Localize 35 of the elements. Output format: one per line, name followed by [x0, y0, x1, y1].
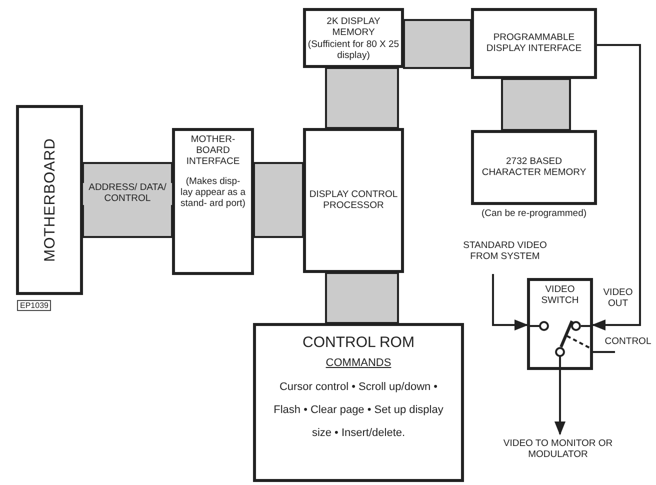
bus-band	[325, 272, 399, 324]
box-title: 2732 BASED CHARACTER MEMORY	[480, 156, 588, 178]
switch-box	[527, 278, 593, 370]
figure-code: EP1039	[17, 300, 52, 311]
text-label: CONTROL	[604, 336, 652, 348]
block-box	[253, 323, 464, 482]
box-title: PROGRAMMABLE DISPLAY INTERFACE	[485, 32, 583, 54]
text-label: STANDARD VIDEO FROM SYSTEM	[462, 241, 548, 263]
box-title: CONTROL ROM	[302, 334, 414, 352]
text-label: VIDEO TO MONITOR OR MODULATOR	[502, 439, 614, 461]
box-title: 2K DISPLAY MEMORY	[326, 17, 382, 39]
block-box	[172, 128, 254, 275]
arrow	[592, 44, 641, 331]
text-label: VIDEO OUT	[602, 287, 634, 309]
command-list: Cursor control • Scroll up/down • Flash • Clear page • Set up display size • Insert/delete.	[270, 376, 446, 445]
arrow	[492, 274, 528, 331]
block-box	[16, 105, 83, 295]
bus-band	[253, 162, 304, 238]
box-note: (Sufficient for 80 X 25 display)	[308, 40, 400, 62]
block-box	[303, 128, 404, 273]
box-title: VIDEO SWITCH	[540, 285, 580, 307]
box-title: DISPLAY CONTROL PROCESSOR	[308, 190, 399, 212]
section-heading: COMMANDS	[326, 357, 392, 370]
bus-band	[325, 67, 399, 129]
box-note: (Makes disp- lay appear as a stand- ard port)	[180, 176, 246, 210]
bus-band	[501, 78, 571, 131]
edge-label: ADDRESS/ DATA/ CONTROL	[83, 183, 172, 205]
node-label: (Can be re-programmed)	[481, 209, 587, 220]
block-box	[471, 8, 597, 79]
connector-line	[593, 351, 615, 353]
box-title: MOTHER- BOARD INTERFACE	[185, 135, 241, 168]
block-box	[303, 8, 404, 68]
bus-band	[403, 19, 472, 69]
box-title: MOTHERBOARD	[40, 138, 58, 262]
arrow	[554, 370, 566, 436]
